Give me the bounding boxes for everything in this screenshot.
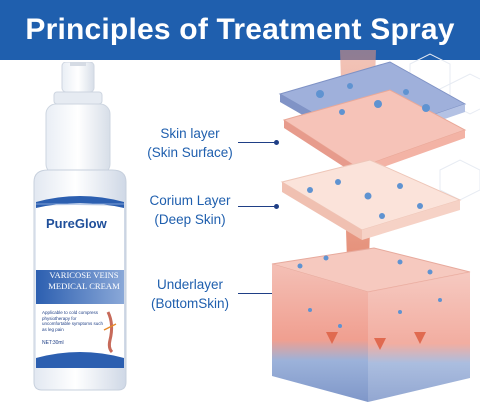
label-corium-layer: Corium Layer (Deep Skin) [140,191,240,229]
pointer-dot-skin [274,140,279,145]
bottle-description: Applicable to cold compress physiotherap… [42,310,104,332]
bottle-product-line1: VARICOSE VEINS [49,270,119,280]
pointer-line-corium [238,206,276,207]
label-corium-layer-sub: (Deep Skin) [154,212,226,227]
label-skin-layer-sub: (Skin Surface) [147,145,233,160]
title-banner [0,0,480,60]
label-skin-layer-title: Skin layer [160,126,220,141]
label-underlayer-sub: (BottomSkin) [150,296,230,311]
label-underlayer-title: Underlayer [156,277,224,292]
pointer-dot-corium [274,204,279,209]
bottle-net-volume: NET:30ml [42,340,64,346]
bottle-graphic [33,62,127,391]
label-underlayer: Underlayer (BottomSkin) [140,275,240,313]
pointer-line-underlayer [238,293,276,294]
bottle-brand: PureGlow [46,216,107,231]
bottle-product-line2: MEDICAL CREAM [48,281,120,291]
spray-bottle: PureGlow VARICOSE VEINS MEDICAL CREAM Ap… [24,62,136,392]
label-corium-layer-title: Corium Layer [149,193,231,208]
bottle-product-name: VARICOSE VEINS MEDICAL CREAM [38,270,130,302]
skin-layers-illustration [271,50,480,402]
pointer-line-skin [238,142,276,143]
page-title: Principles of Treatment Spray [25,13,455,46]
label-skin-layer: Skin layer (Skin Surface) [140,124,240,162]
